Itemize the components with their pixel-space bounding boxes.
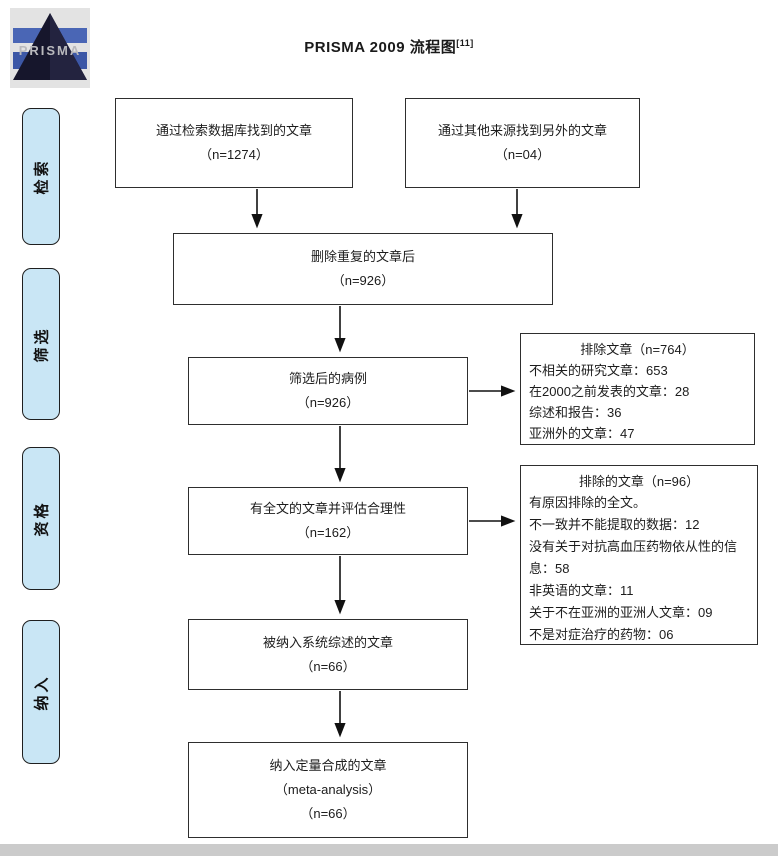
sidebar-item-eligibility: 资格 bbox=[22, 447, 60, 590]
box-records-from-other-sources-line1: 通过其他来源找到另外的文章 bbox=[437, 123, 607, 138]
box-fulltext-assessed-line1: 有全文的文章并评估合理性 bbox=[249, 501, 406, 516]
box-after-duplicates-removed: 删除重复的文章后 （n=926） bbox=[173, 233, 553, 305]
box-fulltext-assessed-count: （n=162） bbox=[296, 525, 360, 540]
box-records-from-databases-line1: 通过检索数据库找到的文章 bbox=[155, 123, 312, 138]
sidebar-item-included: 纳入 bbox=[22, 620, 60, 764]
box-records-screened: 筛选后的病例 （n=926） bbox=[188, 357, 468, 425]
box-records-screened-line1: 筛选后的病例 bbox=[288, 371, 367, 386]
box-included-meta-analysis-line2: （meta-analysis） bbox=[274, 782, 382, 797]
fulltext-excluded-inconsistent-data: 不一致并不能提取的数据：12 bbox=[529, 517, 700, 532]
box-fulltext-assessed: 有全文的文章并评估合理性 （n=162） bbox=[188, 487, 468, 555]
sidebar-item-eligibility-label: 资格 bbox=[33, 500, 51, 537]
box-records-from-other-sources-count: （n=04） bbox=[494, 147, 551, 162]
box-records-from-databases: 通过检索数据库找到的文章 （n=1274） bbox=[115, 98, 353, 188]
excluded-reason-outside-asia: 亚洲外的文章：47 bbox=[529, 426, 635, 441]
prisma-logo: PRISMA bbox=[10, 8, 90, 88]
sidebar-item-screening: 筛选 bbox=[22, 268, 60, 420]
box-records-from-other-sources: 通过其他来源找到另外的文章 （n=04） bbox=[405, 98, 640, 188]
sidebar-item-screening-label: 筛选 bbox=[33, 325, 51, 363]
fulltext-excluded-asians-outside-asia: 关于不在亚洲的亚洲人文章：09 bbox=[529, 605, 713, 620]
box-included-systematic-review-line1: 被纳入系统综述的文章 bbox=[262, 634, 393, 650]
fulltext-excluded-non-english: 非英语的文章：11 bbox=[529, 583, 634, 598]
box-after-duplicates-removed-line1: 删除重复的文章后 bbox=[310, 249, 415, 264]
box-records-from-databases-count: （n=1274） bbox=[199, 147, 269, 162]
page-title-superscript: [11] bbox=[456, 38, 474, 48]
fulltext-excluded-no-adherence-info: 没有关于对抗高血压药物依从性的信息：58 bbox=[529, 539, 738, 576]
excluded-reason-before-2000: 在2000之前发表的文章：28 bbox=[529, 384, 690, 399]
fulltext-excluded-with-reasons: 有原因排除的全文。 bbox=[529, 495, 647, 510]
bottom-border-strip bbox=[0, 844, 778, 856]
sidebar-item-included-label: 纳入 bbox=[33, 673, 51, 711]
box-included-meta-analysis: 纳入定量合成的文章 （meta-analysis） （n=66） bbox=[188, 742, 468, 838]
excluded-reason-irrelevant: 不相关的研究文章：653 bbox=[529, 363, 668, 378]
box-records-excluded-title: 排除文章（n=764） bbox=[580, 342, 695, 357]
box-records-excluded: 排除文章（n=764） 不相关的研究文章：653 在2000之前发表的文章：28… bbox=[520, 333, 755, 445]
prisma-logo-graphic: PRISMA bbox=[10, 8, 90, 88]
box-included-meta-analysis-count: （n=66） bbox=[300, 806, 356, 821]
excluded-reason-reviews-reports: 综述和报告：36 bbox=[529, 405, 622, 420]
box-included-meta-analysis-line1: 纳入定量合成的文章 bbox=[269, 758, 387, 773]
sidebar-item-identification-label: 检索 bbox=[33, 158, 51, 195]
page-title-text: PRISMA 2009 流程图 bbox=[304, 39, 457, 56]
box-after-duplicates-removed-count: （n=926） bbox=[331, 273, 395, 288]
page-title: PRISMA 2009 流程图[11] bbox=[0, 36, 778, 57]
box-fulltext-excluded-title: 排除的文章（n=96） bbox=[578, 474, 700, 489]
box-fulltext-excluded: 排除的文章（n=96） 有原因排除的全文。 不一致并不能提取的数据：12 没有关… bbox=[520, 465, 758, 645]
box-records-screened-count: （n=926） bbox=[296, 395, 360, 410]
svg-text:PRISMA: PRISMA bbox=[19, 43, 82, 58]
box-included-systematic-review-count: （n=66） bbox=[300, 658, 356, 674]
fulltext-excluded-not-symptomatic: 不是对症治疗的药物：06 bbox=[529, 627, 674, 642]
box-included-systematic-review: 被纳入系统综述的文章 （n=66） bbox=[188, 619, 468, 690]
sidebar-item-identification: 检索 bbox=[22, 108, 60, 245]
